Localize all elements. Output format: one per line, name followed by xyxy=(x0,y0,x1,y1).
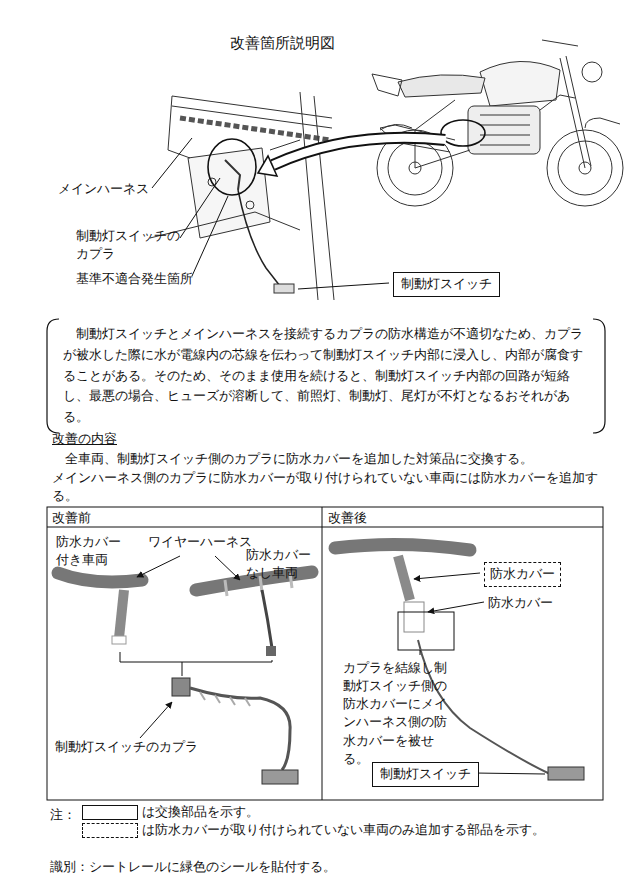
motorcycle-drawing-part xyxy=(398,75,485,97)
callout-arrow xyxy=(258,138,446,176)
before-photo-part xyxy=(262,590,272,648)
before-photo-part xyxy=(190,688,290,770)
before-photo-part xyxy=(266,646,276,656)
frame-drawing-part xyxy=(300,92,334,300)
leader-line-part xyxy=(192,196,228,276)
before-photo-part xyxy=(140,702,172,738)
motorcycle-drawing-part xyxy=(380,124,412,130)
node-text: 制動灯スイッチ xyxy=(380,765,471,783)
node-text: 制動灯スイッチ xyxy=(401,275,492,293)
part-name: 基準不適合発生箇所 xyxy=(76,270,193,288)
motorcycle-drawing-part xyxy=(441,120,485,146)
node-text: 防水カバー xyxy=(490,565,555,583)
after-photo xyxy=(335,544,584,780)
legend-text: は防水カバーが取り付けられていない車両のみ追加する部品を示す。 xyxy=(142,822,545,839)
legend-text: は交換部品を示す。 xyxy=(142,804,259,821)
frame-drawing-part xyxy=(180,118,330,140)
table-frame-part xyxy=(47,507,603,800)
table-frame-part xyxy=(322,507,323,800)
note-heading: 注： xyxy=(50,806,76,824)
callout-box: 制動灯スイッチ xyxy=(372,762,479,787)
frame-drawing-part xyxy=(172,96,332,128)
table-header: 改善後 xyxy=(328,509,367,527)
motorcycle-drawing-part xyxy=(540,95,575,110)
legend-sample xyxy=(82,805,138,820)
before-photo-part xyxy=(58,573,142,582)
motorcycle-drawing-part xyxy=(415,150,470,168)
motorcycle-drawing-part xyxy=(480,115,530,145)
frame-drawing-part xyxy=(208,139,256,195)
after-photo-part xyxy=(398,556,410,600)
added-part-box: 防水カバー xyxy=(484,562,561,587)
frame-drawing-part xyxy=(188,148,270,238)
part-name: 防水カバー 付き車両 xyxy=(56,533,124,569)
frame-drawing-part xyxy=(168,96,190,158)
bracket-left xyxy=(47,319,59,433)
before-photo-part xyxy=(119,590,124,638)
after-photo-part xyxy=(398,612,454,650)
frame-drawing xyxy=(150,92,334,300)
after-photo-part xyxy=(404,602,424,632)
table-header: 改善前 xyxy=(52,509,91,527)
legend-row: は防水カバーが取り付けられていない車両のみ追加する部品を示す。 xyxy=(82,822,545,839)
description-bracket: 制動灯スイッチとメインハーネスを接続するカプラの防水構造が不適切なため、カプラが… xyxy=(45,318,607,434)
callout-arrow-part xyxy=(273,138,445,165)
identification-note: 識別：シートレールに緑色のシールを貼付する。 xyxy=(50,858,336,876)
frame-drawing-part xyxy=(238,190,280,286)
motorcycle-drawing-part xyxy=(542,40,578,46)
table-frame xyxy=(47,507,603,800)
before-photo-part xyxy=(120,652,272,662)
frame-drawing-part xyxy=(274,284,294,293)
motorcycle-drawing xyxy=(372,40,623,206)
before-photo-part xyxy=(182,662,183,676)
note-text: カプラを結線し制動灯スイッチ側の防水カバーにメインハーネス側の防水カバーを被せる… xyxy=(343,659,459,768)
after-photo-part xyxy=(414,573,480,579)
callout-box: 制動灯スイッチ xyxy=(393,272,500,297)
legend-sample xyxy=(82,823,138,838)
before-photo-part xyxy=(172,678,190,696)
leader-line-part xyxy=(152,138,192,188)
leader-line xyxy=(152,138,389,289)
table-frame-part xyxy=(47,527,603,528)
after-photo-part xyxy=(420,650,421,655)
section-heading: 改善の内容 xyxy=(52,430,117,448)
part-name: 防水カバー なし車両 xyxy=(246,546,314,582)
body-text: 全車両、制動灯スイッチ側のカプラに防水カバーを追加した対策品に交換する。 xyxy=(52,450,612,468)
title: 改善箇所説明図 xyxy=(230,32,335,54)
leader-line-part xyxy=(180,178,220,238)
after-photo-part xyxy=(474,773,545,774)
motorcycle-drawing-part xyxy=(480,61,560,106)
body-text: メインハーネス側のカプラに防水カバーが取り付けられていない車両には防水カバーを追… xyxy=(52,469,604,506)
callout-arrow-part xyxy=(273,138,446,165)
after-photo-part xyxy=(548,767,584,780)
motorcycle-drawing-part xyxy=(468,106,540,154)
leader-line-part xyxy=(298,283,389,289)
before-photo-part xyxy=(112,636,126,644)
frame-drawing-part xyxy=(246,201,254,209)
part-name: メインハーネス xyxy=(58,180,149,198)
frame-drawing-part xyxy=(270,140,300,150)
part-name: ワイヤーハーネス xyxy=(148,533,252,551)
part-name: 防水カバー xyxy=(488,594,553,612)
part-name: 制動灯スイッチの カプラ xyxy=(76,227,182,263)
legend-row: は交換部品を示す。 xyxy=(82,804,259,821)
callout-arrow-part xyxy=(258,156,277,176)
node-text: 制動灯スイッチとメインハーネスを接続するカプラの防水構造が不適切なため、カプラが… xyxy=(63,324,589,428)
motorcycle-drawing-part xyxy=(560,56,591,168)
bracket-right xyxy=(593,319,605,433)
before-photo-part xyxy=(262,770,298,784)
after-photo-part xyxy=(335,544,470,550)
before-photo-part xyxy=(137,556,180,577)
before-photo-part xyxy=(200,692,250,706)
frame-drawing-part xyxy=(225,160,240,190)
before-photo-part xyxy=(215,556,240,580)
after-photo-part xyxy=(428,602,484,612)
part-name: 制動灯スイッチのカプラ xyxy=(55,738,198,756)
motorcycle-drawing-part xyxy=(582,62,602,82)
motorcycle-drawing-part xyxy=(372,74,402,96)
motorcycle-drawing-part xyxy=(585,118,620,128)
